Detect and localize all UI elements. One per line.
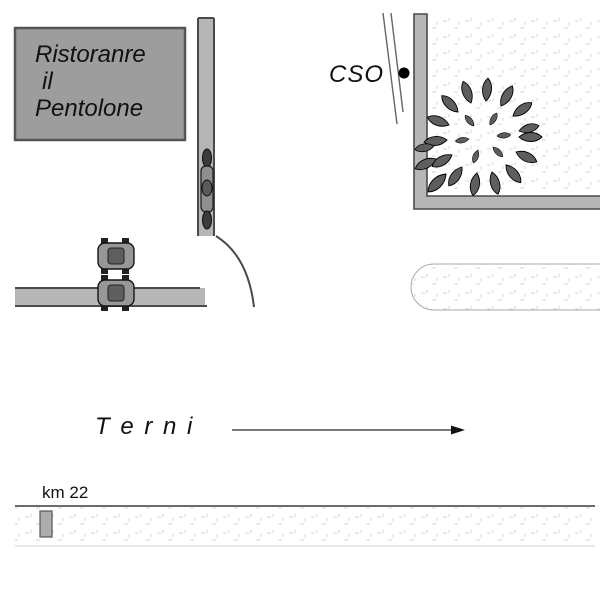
junction-curve bbox=[215, 235, 255, 308]
main-road-band bbox=[15, 505, 595, 547]
field-texture-area bbox=[432, 14, 600, 192]
restaurant-name-line1: Ristoranre bbox=[35, 41, 146, 68]
restaurant-name-line2: il bbox=[42, 68, 53, 95]
car-icon bbox=[97, 275, 135, 311]
restaurant-name-line3: Pentolone bbox=[35, 95, 143, 122]
km-post-marker bbox=[39, 510, 53, 538]
km-marker-label: km 22 bbox=[42, 483, 88, 502]
cso-label: CSO bbox=[329, 61, 384, 88]
car-icon bbox=[97, 238, 135, 274]
direction-arrow bbox=[232, 425, 465, 435]
cso-marker-dot bbox=[398, 67, 410, 79]
cso-lane bbox=[382, 12, 404, 125]
motorcycle-icon bbox=[200, 148, 214, 230]
restaurant-label-box: Ristoranre il Pentolone bbox=[13, 26, 187, 142]
destination-label: T e r n i bbox=[95, 413, 194, 440]
textured-strip bbox=[410, 263, 600, 311]
corner-road bbox=[413, 13, 600, 210]
